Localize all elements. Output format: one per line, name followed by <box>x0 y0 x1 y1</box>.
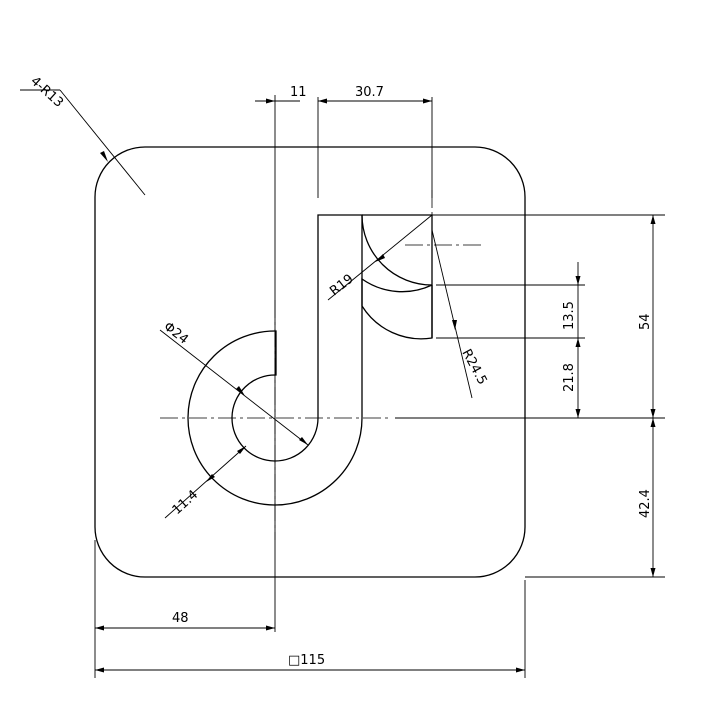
leader-lines <box>20 89 473 519</box>
label-ring-width: 11.4 <box>170 487 202 518</box>
label-left-offset: 48 <box>172 611 189 626</box>
label-height-lower: 42.4 <box>638 489 653 518</box>
label-corner-radius: 4-R13 <box>27 74 66 111</box>
crescent-cutout <box>361 214 433 340</box>
center-lines <box>160 190 485 540</box>
label-height-upper: 54 <box>638 313 653 330</box>
plate-outline <box>94 146 526 578</box>
label-radius-small: R19 <box>327 272 356 300</box>
dimension-lines <box>95 98 656 673</box>
label-overall-size: □115 <box>288 653 325 668</box>
label-radius-large: R24.5 <box>458 347 489 388</box>
label-slot-width: 11 <box>290 85 307 100</box>
dimension-labels: 4-R13 11 30.7 R19 R24.5 Φ24 11.4 13.5 21… <box>27 74 653 668</box>
extension-lines <box>94 95 665 678</box>
label-hole-diameter: Φ24 <box>161 319 191 347</box>
label-step-upper: 13.5 <box>562 301 577 330</box>
label-step-lower: 21.8 <box>562 363 577 392</box>
j-slot-outline <box>187 214 363 506</box>
label-top-offset: 30.7 <box>355 85 384 100</box>
